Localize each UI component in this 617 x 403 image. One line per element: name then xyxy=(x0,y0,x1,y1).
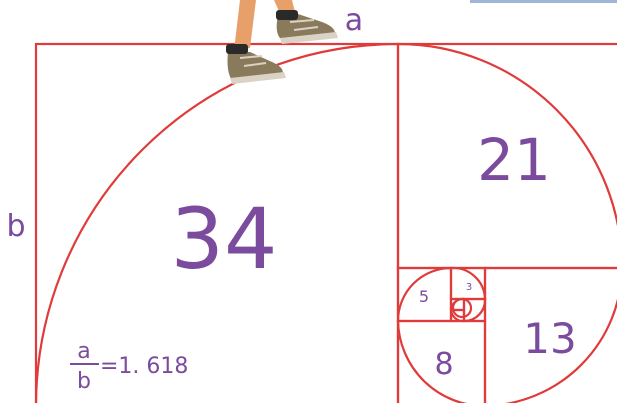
spiral-inner-circle xyxy=(453,299,471,317)
top-right-strip xyxy=(470,0,617,3)
golden-ratio-formula: a b =1. 618 xyxy=(70,339,188,394)
ratio-value: =1. 618 xyxy=(100,354,188,379)
square-label-13: 13 xyxy=(523,314,576,363)
square-label-8: 8 xyxy=(434,347,453,382)
ratio-numerator: a xyxy=(77,339,90,364)
ratio-denominator: b xyxy=(77,369,91,394)
square-label-5: 5 xyxy=(419,287,429,306)
back-leg xyxy=(234,0,256,50)
square-label-34: 34 xyxy=(171,190,278,288)
side-label-b: b xyxy=(6,209,25,244)
front-shoe xyxy=(276,10,338,44)
spiral-arc-2 xyxy=(464,299,485,321)
side-label-a: a xyxy=(345,3,363,38)
walking-person-illustration xyxy=(226,0,338,84)
square-label-21: 21 xyxy=(477,126,551,194)
square-label-3: 3 xyxy=(466,282,472,293)
